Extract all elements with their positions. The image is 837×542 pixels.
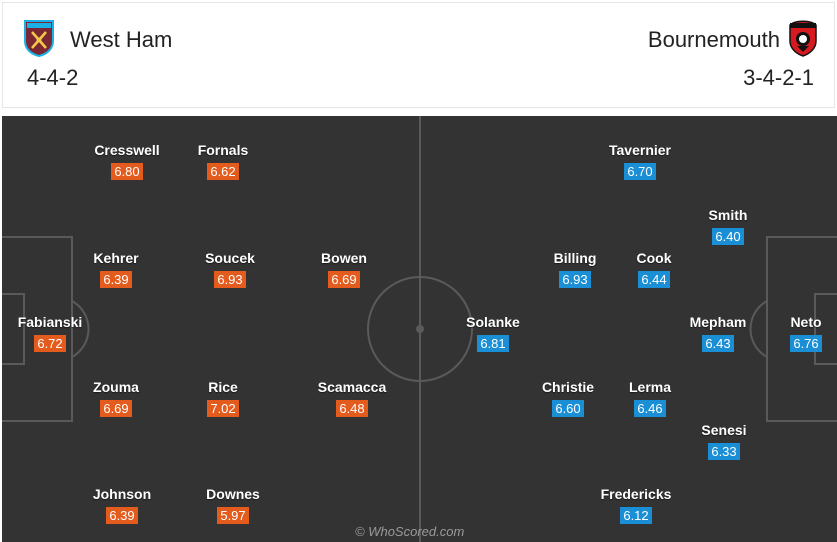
away-player-smith[interactable]: Smith 6.40 xyxy=(673,207,783,246)
player-name: Scamacca xyxy=(317,379,387,395)
player-name: Cook xyxy=(636,250,672,266)
player-rating: 6.39 xyxy=(100,271,132,288)
player-name: Fornals xyxy=(197,142,249,158)
away-player-tavernier[interactable]: Tavernier 6.70 xyxy=(585,142,695,181)
away-player-christie[interactable]: Christie 6.60 xyxy=(513,379,623,418)
player-rating: 6.80 xyxy=(111,163,143,180)
away-player-neto[interactable]: Neto 6.76 xyxy=(751,314,837,353)
whoscored-watermark: © WhoScored.com xyxy=(355,524,465,539)
home-player-rice[interactable]: Rice 7.02 xyxy=(168,379,278,418)
player-name: Johnson xyxy=(92,486,152,502)
away-player-cook[interactable]: Cook 6.44 xyxy=(599,250,709,289)
player-rating: 6.48 xyxy=(336,400,368,417)
player-name: Mepham xyxy=(689,314,747,330)
player-name: Cresswell xyxy=(94,142,160,158)
player-rating: 6.62 xyxy=(207,163,239,180)
match-header: West Ham 4-4-2 Bournemouth 3-4-2-1 xyxy=(2,2,835,108)
home-player-soucek[interactable]: Soucek 6.93 xyxy=(175,250,285,289)
player-name: Christie xyxy=(541,379,595,395)
player-rating: 7.02 xyxy=(207,400,239,417)
home-player-fabianski[interactable]: Fabianski 6.72 xyxy=(2,314,105,353)
player-name: Rice xyxy=(208,379,238,395)
player-rating: 6.76 xyxy=(790,335,822,352)
player-name: Bowen xyxy=(321,250,367,266)
player-rating: 6.69 xyxy=(100,400,132,417)
home-player-fornals[interactable]: Fornals 6.62 xyxy=(168,142,278,181)
player-rating: 6.81 xyxy=(477,335,509,352)
player-rating: 6.70 xyxy=(624,163,656,180)
away-player-mepham[interactable]: Mepham 6.43 xyxy=(663,314,773,353)
player-rating: 6.93 xyxy=(559,271,591,288)
player-name: Smith xyxy=(708,207,748,223)
player-name: Downes xyxy=(206,486,260,502)
player-name: Tavernier xyxy=(609,142,671,158)
player-name: Kehrer xyxy=(93,250,139,266)
player-name: Neto xyxy=(790,314,822,330)
west-ham-crest-icon xyxy=(24,20,54,57)
home-player-bowen[interactable]: Bowen 6.69 xyxy=(289,250,399,289)
away-player-senesi[interactable]: Senesi 6.33 xyxy=(669,422,779,461)
player-rating: 5.97 xyxy=(217,507,249,524)
player-name: Fabianski xyxy=(17,314,83,330)
home-formation: 4-4-2 xyxy=(27,65,79,90)
away-player-solanke[interactable]: Solanke 6.81 xyxy=(438,314,548,353)
pitch: Cresswell 6.80 Fornals 6.62 Kehrer 6.39 … xyxy=(2,116,837,542)
away-player-billing[interactable]: Billing 6.93 xyxy=(520,250,630,289)
player-rating: 6.39 xyxy=(106,507,138,524)
player-name: Senesi xyxy=(701,422,747,438)
away-player-lerma[interactable]: Lerma 6.46 xyxy=(595,379,705,418)
player-rating: 6.72 xyxy=(34,335,66,352)
player-rating: 6.46 xyxy=(634,400,666,417)
player-name: Billing xyxy=(553,250,597,266)
player-name: Lerma xyxy=(628,379,672,395)
away-team-name[interactable]: Bournemouth xyxy=(647,27,780,52)
player-rating: 6.12 xyxy=(620,507,652,524)
away-player-fredericks[interactable]: Fredericks 6.12 xyxy=(581,486,691,525)
home-player-scamacca[interactable]: Scamacca 6.48 xyxy=(297,379,407,418)
player-name: Fredericks xyxy=(600,486,672,502)
home-player-downes[interactable]: Downes 5.97 xyxy=(178,486,288,525)
home-player-johnson[interactable]: Johnson 6.39 xyxy=(67,486,177,525)
player-rating: 6.40 xyxy=(712,228,744,245)
away-formation: 3-4-2-1 xyxy=(743,65,814,90)
home-player-cresswell[interactable]: Cresswell 6.80 xyxy=(72,142,182,181)
player-name: Soucek xyxy=(205,250,255,266)
player-rating: 6.60 xyxy=(552,400,584,417)
player-rating: 6.93 xyxy=(214,271,246,288)
pitch-lines xyxy=(2,116,837,542)
player-rating: 6.44 xyxy=(638,271,670,288)
player-name: Solanke xyxy=(466,314,520,330)
home-player-zouma[interactable]: Zouma 6.69 xyxy=(61,379,171,418)
player-rating: 6.43 xyxy=(702,335,734,352)
player-rating: 6.33 xyxy=(708,443,740,460)
home-team-name[interactable]: West Ham xyxy=(70,27,173,52)
home-player-kehrer[interactable]: Kehrer 6.39 xyxy=(61,250,171,289)
player-rating: 6.69 xyxy=(328,271,360,288)
player-name: Zouma xyxy=(93,379,139,395)
bournemouth-crest-icon xyxy=(789,20,817,57)
